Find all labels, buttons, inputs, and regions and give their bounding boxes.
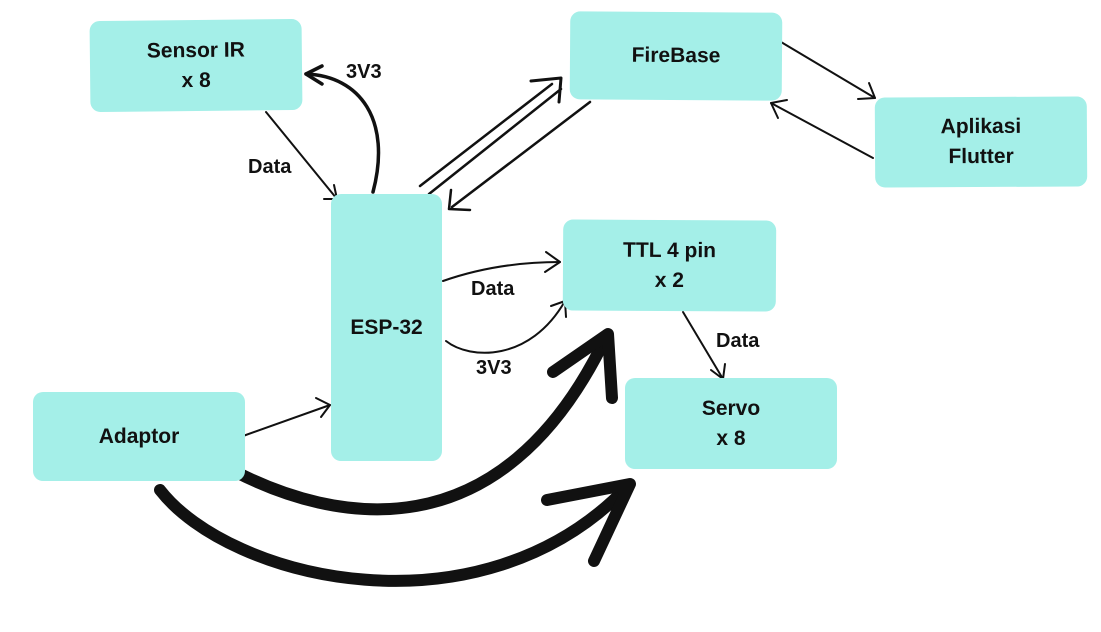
firebase-box: FireBase (569, 11, 783, 101)
sensor-power-label: 3V3 (346, 61, 382, 83)
servo-title: Servo (701, 396, 761, 420)
arrow-firebase-to-flutter (780, 41, 876, 100)
esp32-box: ESP-32 (331, 194, 442, 461)
sensor-ir-title: Sensor IR (146, 37, 245, 63)
esp32-title: ESP-32 (350, 315, 423, 339)
flutter-app-box: Aplikasi Flutter (874, 96, 1088, 188)
arrow-esp-to-sensor-power (304, 64, 381, 194)
arrow-adaptor-to-esp (242, 397, 331, 437)
sensor-ir-count: x 8 (181, 68, 211, 92)
sensor-data-label: Data (248, 156, 292, 178)
esp-ttl-data-label: Data (471, 278, 515, 300)
flutter-app-title-line2: Flutter (948, 144, 1014, 169)
servo-count: x 8 (716, 426, 746, 450)
ttl-count: x 2 (654, 268, 685, 292)
ttl-title: TTL 4 pin (623, 238, 717, 262)
sensor-ir-box: Sensor IR x 8 (89, 18, 303, 113)
flutter-app-title-line1: Aplikasi (940, 114, 1022, 139)
servo-box: Servo x 8 (625, 378, 837, 469)
adaptor-box: Adaptor (33, 392, 245, 481)
arrow-adaptor-to-servo (154, 478, 636, 587)
arrow-firebase-to-esp (447, 100, 592, 212)
esp-ttl-power-label: 3V3 (476, 357, 512, 379)
ttl-servo-data-label: Data (716, 330, 760, 352)
ttl-box: TTL 4 pin x 2 (562, 219, 777, 312)
arrow-flutter-to-firebase (770, 99, 874, 159)
firebase-title: FireBase (631, 43, 721, 68)
arrow-esp-to-firebase (418, 76, 563, 196)
arrow-adaptor-to-ttl (230, 328, 618, 516)
adaptor-title: Adaptor (98, 424, 180, 448)
arrow-esp-to-ttl-power (445, 300, 567, 354)
arrow-esp-to-ttl-data (442, 251, 561, 282)
